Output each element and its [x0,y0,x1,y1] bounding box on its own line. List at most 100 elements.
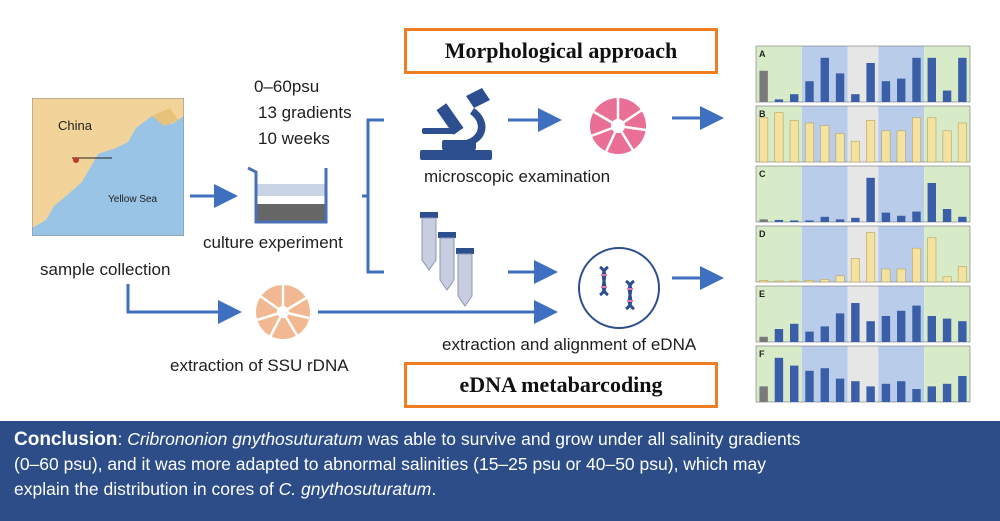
chart-bar [804,122,815,163]
chart-bar [851,303,860,342]
chart-bar [942,209,952,222]
chart-bar [927,386,936,402]
chart-bar [912,305,921,342]
map-country-label: China [58,118,92,133]
test-tubes [414,210,484,310]
chart-bar [820,216,829,222]
chart-bar [896,130,906,163]
panel-label: A [759,49,766,59]
conclusion-line-1: Conclusion: Cribrononion gnythosuturatum… [14,427,986,452]
chart-bar [897,310,906,342]
culture-duration: 10 weeks [258,129,330,148]
chart-bar [835,378,845,402]
chart-panel-frame [755,285,971,343]
chart-bar [835,133,845,163]
conclusion-banner: Conclusion: Cribrononion gnythosuturatum… [0,421,1000,521]
chart-bar [866,63,875,102]
chart-bar [881,268,891,283]
chart-bar [958,376,967,402]
chart-bar [759,386,768,402]
chart-panel-frame [755,345,971,403]
test-tubes-icon [420,212,474,307]
panel-label: D [759,229,766,239]
edna-metabarcoding-heading: eDNA metabarcoding [404,362,718,408]
chart-bar [759,70,768,102]
chart-bar [790,94,799,102]
chart-bar [851,381,860,402]
chart-panel-frame [755,165,971,223]
sample-site-map: China Yellow Sea [31,97,185,237]
chart-bar [805,220,814,222]
chart-panel-frame [755,105,971,163]
chart-bar [881,81,891,102]
culture-experiment-label: culture experiment [203,233,343,252]
chart-bar [774,357,784,402]
culture-beaker [246,164,332,226]
chart-bar [759,219,768,222]
microscope [414,84,496,162]
chart-bar [789,280,799,283]
chart-bar [927,316,936,342]
chart-bar [820,57,829,102]
chart-bar [850,258,860,283]
chart-band [801,226,848,282]
chart-bar [851,217,860,222]
chart-bar [866,321,875,342]
chart-bar [897,215,906,222]
chart-bar [881,212,891,222]
conclusion-heading: Conclusion [14,429,118,450]
chart-bar [790,323,799,342]
chart-bar [835,275,845,283]
chart-bar [774,280,784,283]
chart-bar [820,125,830,163]
chart-bar [942,318,952,342]
dna-icon [578,247,660,329]
chart-bar [896,268,906,283]
chart-bar [835,219,845,222]
chart-bar [911,247,922,283]
chart-panel-frame [755,45,971,103]
panel-label: F [759,349,765,359]
chart-bar [912,211,921,222]
microscopic-examination-label: microscopic examination [424,167,611,186]
chart-bar [958,216,967,222]
chart-bar [957,266,967,283]
conclusion-text-3-end: . [431,479,437,499]
chart-bar [774,219,784,222]
chart-bar [759,117,769,163]
foraminifera-shell-icon [590,98,647,154]
chart-bar [897,78,906,102]
culture-conditions: 0–60psu 13 gradients 10 weeks [254,74,352,152]
chart-bar [866,232,876,283]
chart-band [756,166,802,222]
chart-bar [835,313,845,342]
chart-bar [759,336,768,342]
chart-bar [957,122,967,163]
flow-arrows [126,106,724,324]
conclusion-species-short: C. gnythosuturatum [278,479,432,499]
conclusion-species: Cribrononion gnythosuturatum [127,429,363,449]
microscope-icon [420,88,492,160]
chart-bar [835,73,845,102]
pink-foraminifera [588,94,648,158]
chart-bar [774,112,784,163]
chart-bar [912,57,921,102]
extraction-alignment-label: extraction and alignment of eDNA [442,335,697,354]
sample-collection-label: sample collection [40,260,171,279]
chart-bar [942,276,952,283]
chart-bar [958,57,967,102]
chart-bar [958,321,967,342]
conclusion-text-3: explain the distribution in cores of [14,479,279,499]
chart-band [756,226,802,282]
chart-bar [927,117,937,163]
chart-bar [820,368,829,402]
chart-bar [774,329,784,342]
chart-bar [942,90,952,102]
chart-bar [790,220,799,222]
peach-foraminifera [254,282,312,342]
chart-bar [850,140,860,163]
map-sea-label: Yellow Sea [108,194,158,205]
